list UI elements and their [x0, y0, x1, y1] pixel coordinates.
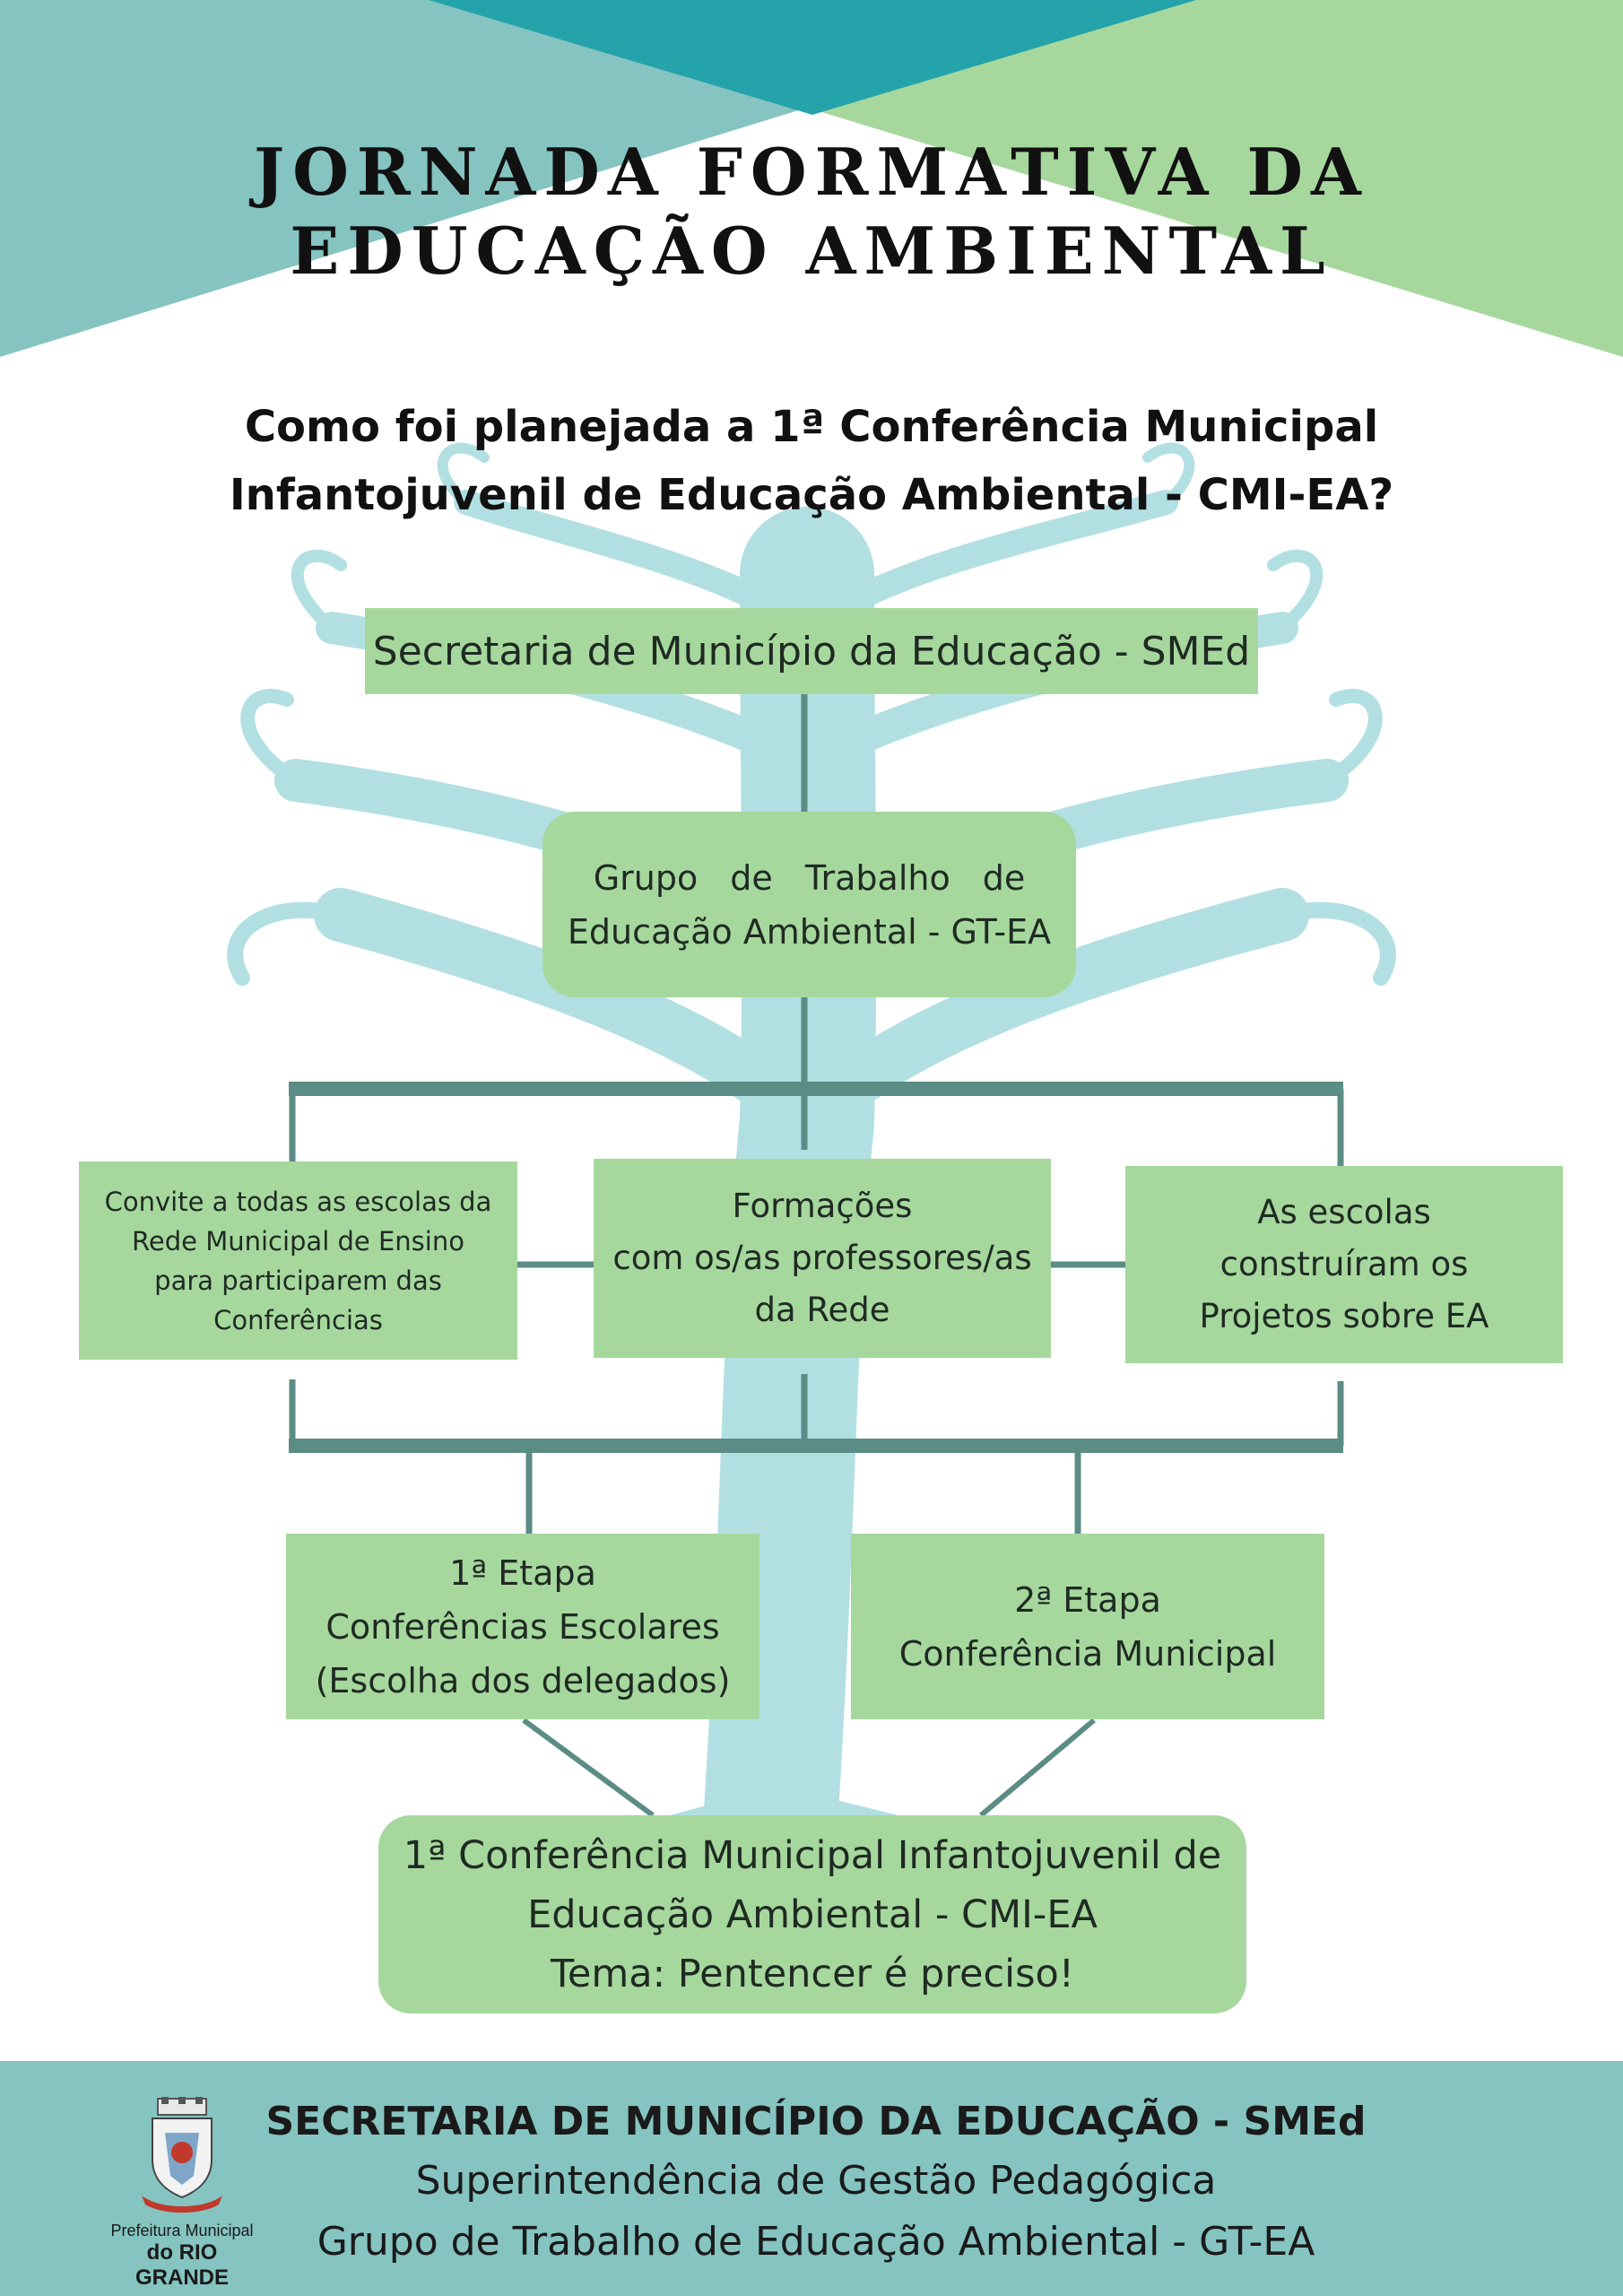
box-etapa2-line1: 2ª Etapa: [1014, 1579, 1161, 1620]
box-convite-line2: Rede Municipal de Ensino: [132, 1225, 464, 1257]
poster-title-line2: EDUCAÇÃO AMBIENTAL: [290, 213, 1333, 289]
poster-title-line1: JORNADA FORMATIVA DA: [254, 134, 1369, 210]
box-final-line1: 1ª Conferência Municipal Infantojuvenil …: [403, 1832, 1222, 1878]
box-formacoes: Formações com os/as professores/as da Re…: [594, 1159, 1051, 1358]
box-formacoes-line1: Formações: [732, 1187, 913, 1225]
poster-question-line1: Como foi planejada a 1ª Conferência Muni…: [244, 402, 1379, 452]
box-escolas-line1: As escolas: [1257, 1193, 1431, 1231]
box-final-line2: Educação Ambiental - CMI-EA: [527, 1892, 1098, 1937]
header-banner: [0, 0, 1623, 357]
connector-etapa2-final: [979, 1718, 1096, 1818]
footer-line3: Grupo de Trabalho de Educação Ambiental …: [317, 2219, 1315, 2265]
prefeitura-logo: Prefeitura Municipal do RIO GRANDE: [106, 2097, 258, 2290]
box-etapa1-line3: (Escolha dos delegados): [315, 1660, 731, 1700]
box-etapa1-line2: Conferências Escolares: [325, 1606, 720, 1647]
poster-title: JORNADA FORMATIVA DA EDUCAÇÃO AMBIENTAL: [0, 133, 1623, 291]
box-convite: Convite a todas as escolas da Rede Munic…: [79, 1161, 517, 1360]
box-etapa1-line1: 1ª Etapa: [449, 1552, 596, 1593]
box-escolas: As escolas construíram os Projetos sobre…: [1125, 1166, 1563, 1363]
box-gtea-line1: Grupo de Trabalho de: [593, 857, 1026, 898]
box-gtea-line2: Educação Ambiental - GT-EA: [567, 911, 1052, 952]
box-formacoes-line2: com os/as professores/as: [612, 1239, 1032, 1277]
box-smed: Secretaria de Município da Educação - SM…: [365, 608, 1258, 694]
header-triangle-left: [0, 0, 807, 357]
connector-etapa1-final: [522, 1718, 655, 1818]
box-convite-line3: para participarem das: [154, 1265, 442, 1296]
header-triangle-right: [807, 0, 1623, 357]
box-etapa1: 1ª Etapa Conferências Escolares (Escolha…: [286, 1534, 759, 1719]
box-formacoes-line3: da Rede: [754, 1291, 890, 1329]
footer-line1: SECRETARIA DE MUNICÍPIO DA EDUCAÇÃO - SM…: [265, 2099, 1367, 2144]
box-final: 1ª Conferência Municipal Infantojuvenil …: [378, 1815, 1246, 2013]
box-convite-line4: Conferências: [213, 1304, 383, 1335]
box-smed-text: Secretaria de Município da Educação - SM…: [372, 628, 1251, 674]
box-etapa2: 2ª Etapa Conferência Municipal: [851, 1534, 1324, 1719]
diagram-connectors: [289, 694, 1344, 1818]
footer-text: SECRETARIA DE MUNICÍPIO DA EDUCAÇÃO - SM…: [233, 2093, 1399, 2273]
box-etapa2-line2: Conferência Municipal: [898, 1633, 1277, 1674]
header-triangle-center: [429, 0, 1196, 115]
box-escolas-line3: Projetos sobre EA: [1199, 1297, 1489, 1335]
logo-caption-line2: do RIO GRANDE: [135, 2240, 229, 2290]
footer: Prefeitura Municipal do RIO GRANDE SECRE…: [0, 2061, 1623, 2296]
poster-question-line2: Infantojuvenil de Educação Ambiental - C…: [229, 470, 1394, 520]
box-gtea: Grupo de Trabalho de Educação Ambiental …: [542, 812, 1076, 997]
coat-of-arms-icon: [142, 2097, 222, 2213]
footer-line2: Superintendência de Gestão Pedagógica: [415, 2158, 1217, 2204]
box-escolas-line2: construíram os: [1219, 1245, 1469, 1283]
box-final-line3: Tema: Pentencer é preciso!: [550, 1951, 1075, 1996]
box-convite-line1: Convite a todas as escolas da: [104, 1186, 492, 1217]
logo-caption-line1: Prefeitura Municipal: [110, 2222, 254, 2239]
poster-question: Como foi planejada a 1ª Conferência Muni…: [0, 393, 1623, 529]
logo-caption: Prefeitura Municipal do RIO GRANDE: [106, 2221, 258, 2291]
